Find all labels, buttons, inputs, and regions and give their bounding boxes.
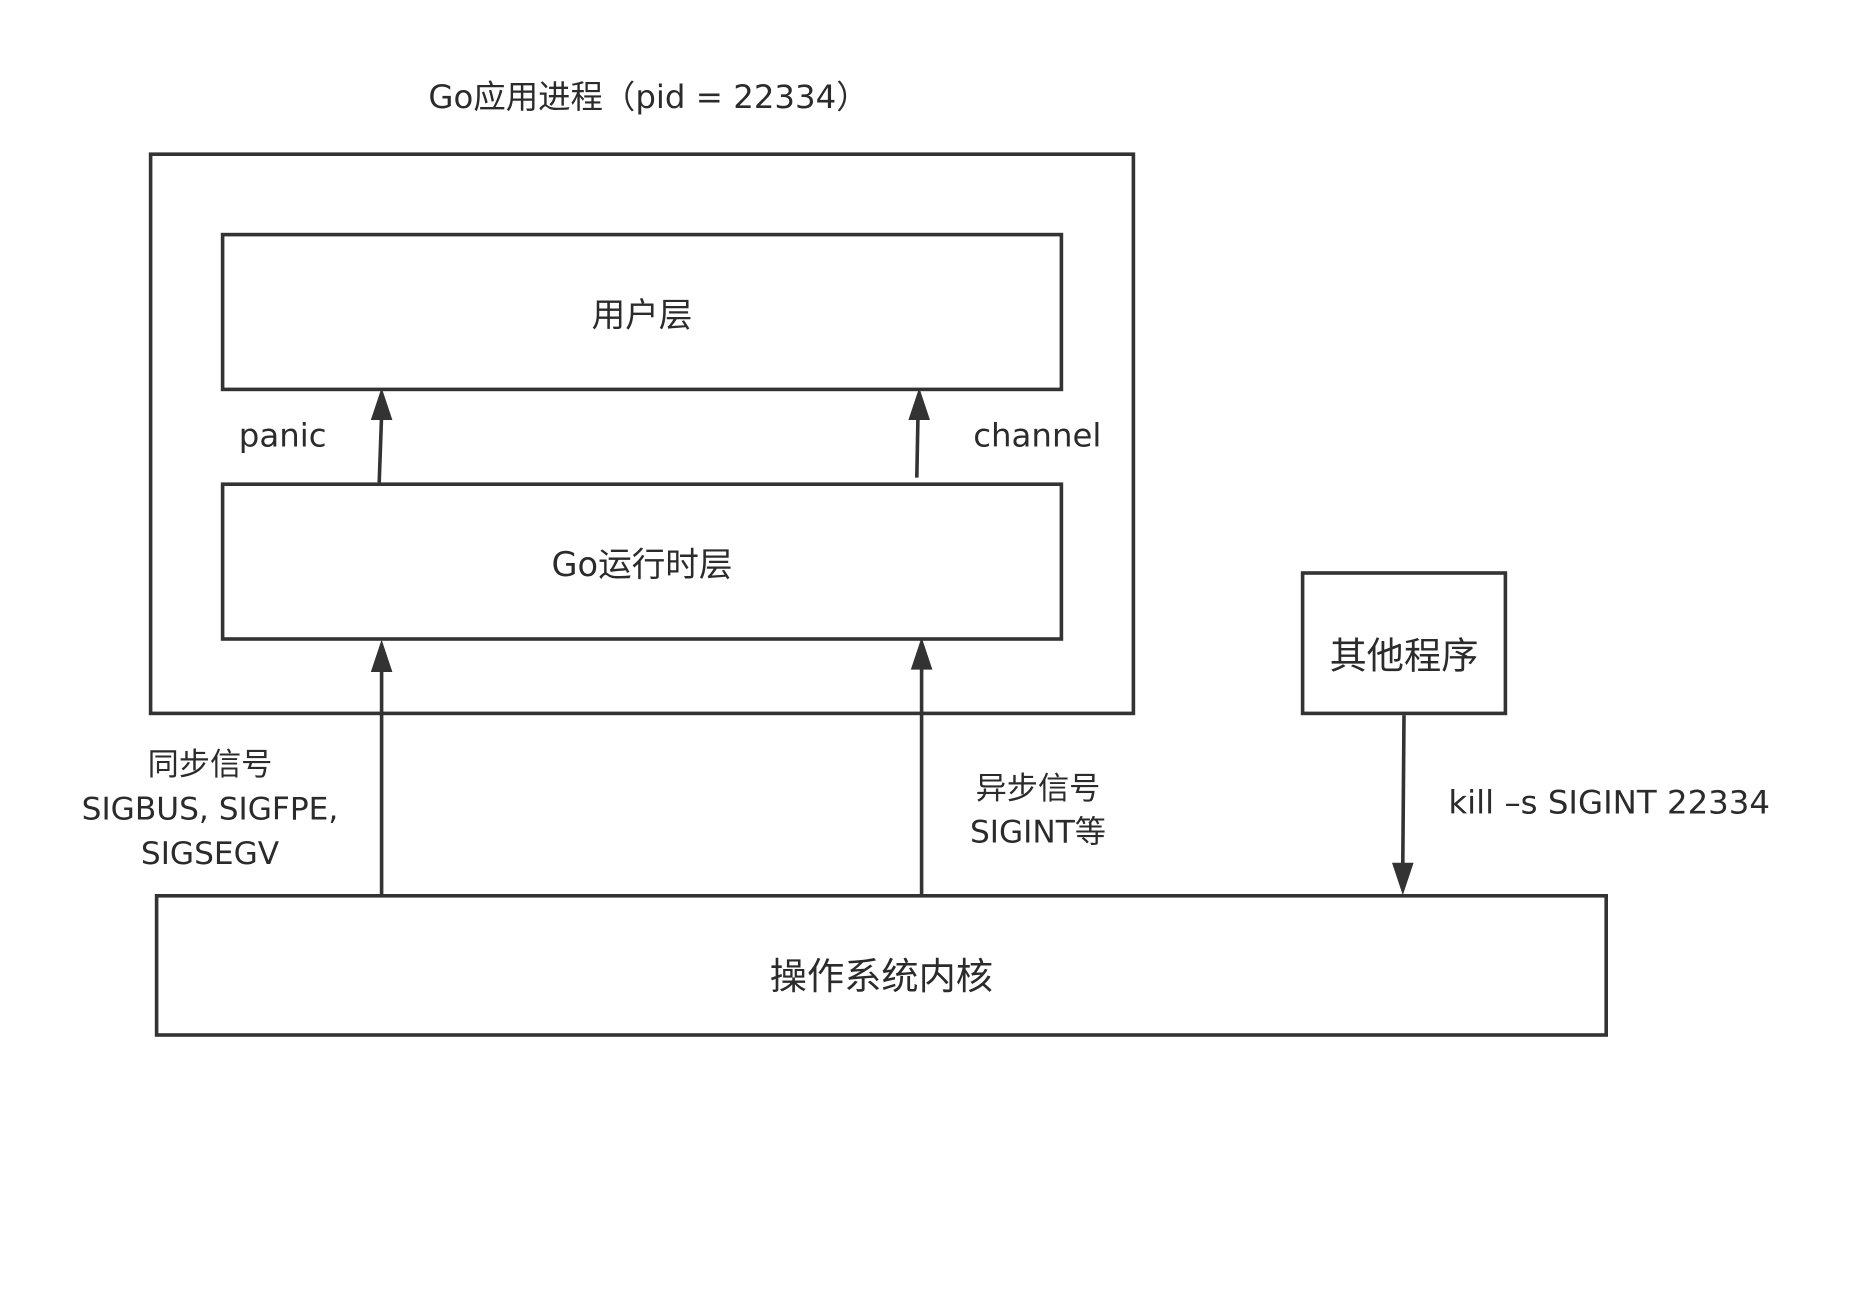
async-signal-line-1: 异步信号 (975, 771, 1101, 808)
channel-arrow (915, 415, 920, 478)
other-program-box: 其他程序 (1300, 571, 1508, 716)
runtime-layer-box: Go运行时层 (220, 482, 1064, 641)
sync-signal-label: 同步信号 SIGBUS, SIGFPE, SIGSEGV (48, 744, 372, 877)
process-title: Go应用进程（pid = 22334） (428, 79, 869, 117)
kill-arrow (1401, 715, 1406, 865)
sync-signal-arrowhead (370, 639, 393, 672)
panic-arrow (377, 415, 384, 483)
sync-signal-line-1: 同步信号 (147, 747, 273, 784)
kernel-label: 操作系统内核 (769, 955, 994, 999)
kill-arrowhead (1392, 862, 1414, 896)
kill-command-label: kill –s SIGINT 22334 (1448, 784, 1771, 823)
other-program-label: 其他程序 (1329, 634, 1479, 678)
sync-signal-line-2: SIGBUS, SIGFPE, (81, 792, 339, 829)
panic-arrowhead (370, 387, 393, 421)
channel-label: channel (973, 417, 1102, 455)
sync-signal-line-3: SIGSEGV (140, 836, 280, 873)
kernel-box: 操作系统内核 (154, 894, 1609, 1037)
arrows-layer (370, 387, 1414, 896)
async-signal-arrowhead (910, 637, 933, 670)
async-signal-label: 异步信号 SIGINT等 (948, 768, 1128, 854)
user-layer-box: 用户层 (220, 232, 1064, 392)
runtime-layer-label: Go运行时层 (551, 544, 733, 585)
async-signal-line-2: SIGINT等 (969, 814, 1106, 851)
channel-arrowhead (908, 387, 931, 421)
panic-label: panic (238, 417, 327, 455)
user-layer-label: 用户层 (591, 295, 693, 335)
